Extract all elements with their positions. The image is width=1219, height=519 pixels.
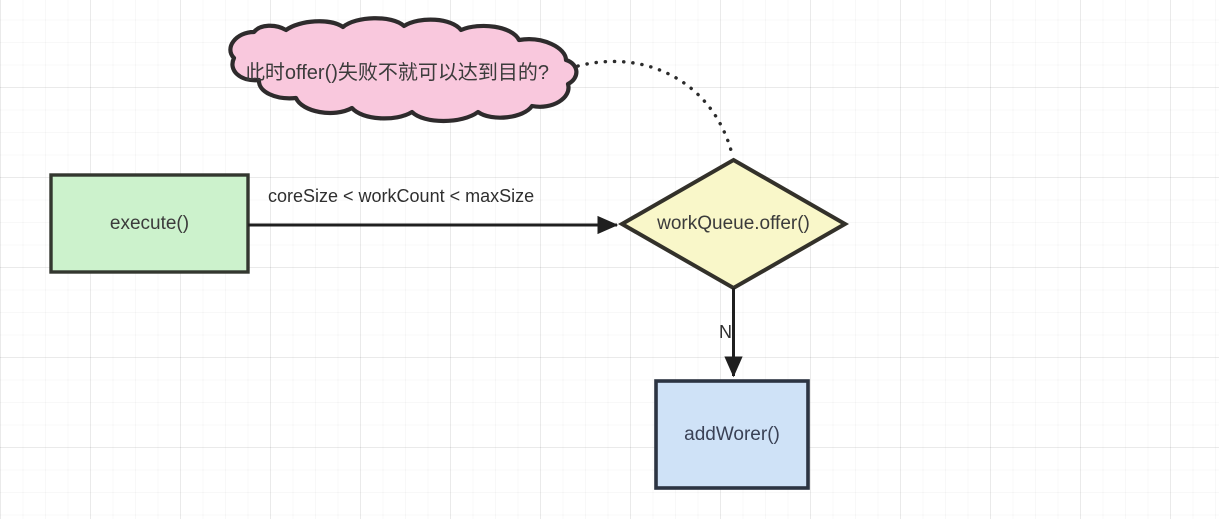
offer-diamond	[617, 157, 850, 291]
node-execute[interactable]	[49, 173, 250, 274]
addworer-rect	[654, 379, 810, 490]
node-workqueue-offer[interactable]	[617, 157, 850, 291]
edge-branch-n-label: N	[719, 322, 732, 342]
edge-condition-label: coreSize < workCount < maxSize	[268, 186, 535, 206]
edge-cloud-to-offer	[576, 59, 735, 160]
node-comment-cloud[interactable]	[228, 16, 579, 123]
execute-rect	[49, 173, 250, 274]
node-addworer[interactable]	[654, 379, 810, 490]
cloud-shape	[228, 16, 579, 123]
